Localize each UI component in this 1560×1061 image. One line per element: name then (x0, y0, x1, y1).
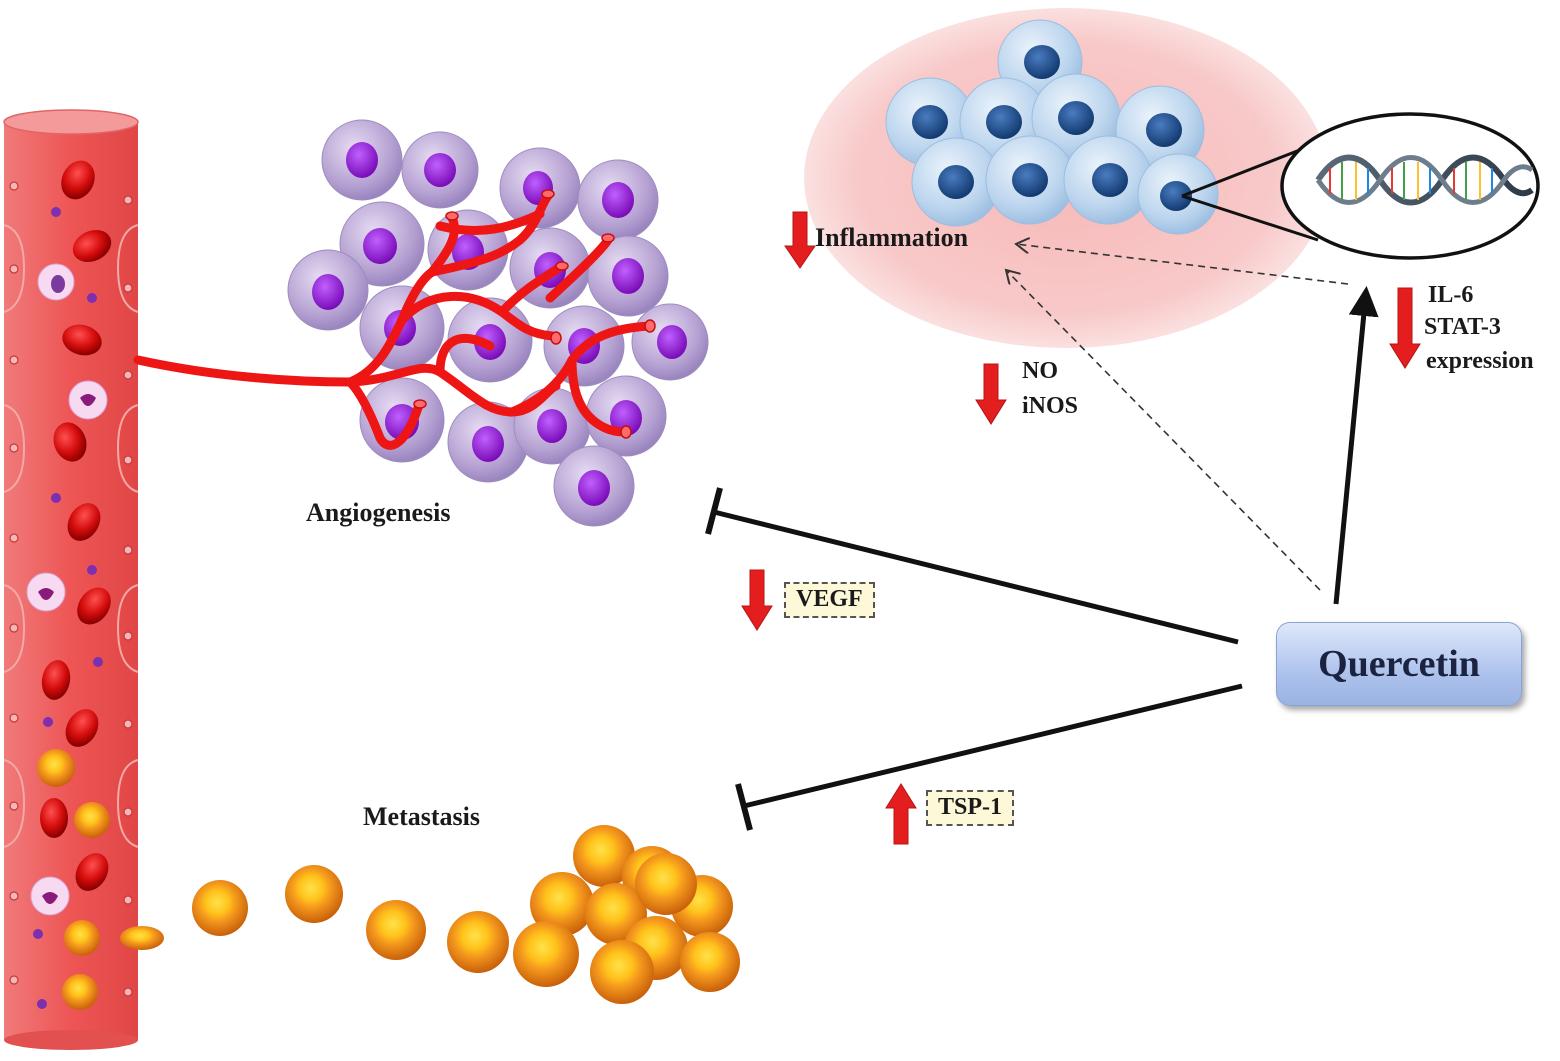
dashed-arrow-quercetin-to-inflammation (1006, 270, 1321, 591)
label-stat3: STAT-3 (1424, 314, 1501, 340)
metastatic-cell (635, 853, 697, 915)
metastatic-cell (62, 974, 98, 1010)
metastatic-cell (192, 880, 248, 936)
label-metastasis: Metastasis (363, 802, 480, 831)
metastatic-cell (74, 802, 110, 838)
red-blood-cell (75, 853, 109, 891)
inhibit-metastasis-line (743, 683, 1243, 809)
metastatic-cell (530, 872, 594, 936)
label-inos: iNOS (1022, 393, 1079, 419)
metastatic-cell (680, 932, 740, 992)
label-tsp1: TSP-1 (926, 790, 1015, 826)
label-expression: expression (1426, 348, 1534, 374)
label-no: NO (1022, 358, 1058, 384)
quercetin-to-dna-arrow (1333, 286, 1379, 605)
label-il6: IL-6 (1428, 282, 1474, 308)
quercetin-box: Quercetin (1276, 622, 1522, 706)
white-blood-cells (26, 263, 108, 916)
quercetin-label: Quercetin (1318, 643, 1480, 685)
platelets (33, 207, 103, 1009)
metastatic-cell (447, 911, 509, 973)
red-blood-cells (40, 160, 112, 891)
metastatic-cell (366, 900, 426, 960)
down-arrow-no-inos-icon (975, 363, 1007, 425)
label-inflammation: Inflammation (815, 223, 969, 252)
down-arrow-inflammation-icon (784, 211, 816, 269)
inflamed-nuclei (912, 45, 1192, 211)
red-blood-cell (62, 324, 102, 356)
inhibit-metastasis-bar (735, 783, 753, 831)
regulation-arrows (741, 211, 1421, 845)
red-blood-cell (65, 709, 99, 747)
red-blood-cell (41, 660, 71, 700)
red-blood-cell (77, 587, 111, 625)
red-blood-cell (40, 798, 68, 838)
vessel-network (133, 191, 655, 450)
metastatic-cell (513, 921, 579, 987)
metastatic-cell (285, 865, 343, 923)
metastatic-cell (120, 926, 164, 950)
label-angiogenesis: Angiogenesis (306, 498, 451, 527)
connectors (705, 244, 1379, 831)
red-blood-cell (61, 160, 95, 200)
blood-vessel (3, 109, 139, 1050)
metastatic-cell (64, 920, 100, 956)
dashed-arrow-dna-to-inflammation (1016, 244, 1349, 285)
label-vegf: VEGF (784, 582, 875, 618)
dna-callout (1181, 112, 1540, 260)
tumor-mass (133, 119, 709, 527)
dna-helix-icon (1315, 154, 1534, 206)
metastatic-cell (37, 749, 75, 787)
vessel-metastatic-cells (37, 749, 164, 1010)
metastatic-cell (590, 940, 654, 1004)
red-blood-cell (53, 422, 87, 462)
inhibit-angiogenesis-bar (705, 487, 723, 535)
metastatic-cluster (192, 825, 740, 1004)
inflammation-site (804, 8, 1328, 348)
vessel-openings (413, 189, 656, 439)
red-blood-cell (72, 229, 112, 263)
metastatic-cell (573, 825, 635, 887)
up-arrow-tsp1-icon (885, 783, 917, 845)
dna-zoom-circle (1280, 112, 1540, 260)
down-arrow-vegf-icon (741, 569, 773, 631)
inhibit-angiogenesis-line (713, 509, 1239, 645)
red-blood-cell (67, 503, 101, 541)
down-arrow-il6-icon (1389, 287, 1421, 369)
